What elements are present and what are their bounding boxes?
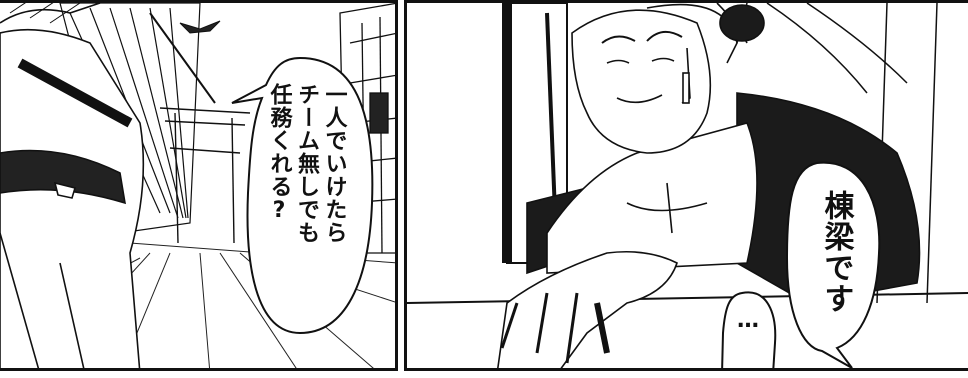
small-speech-bubble (721, 291, 777, 368)
character-back (0, 3, 145, 368)
left-panel: 一人でいけたら チーム無しでも 任務くれる? (0, 0, 398, 371)
speech-line-1: 一人でいけたら (321, 83, 347, 244)
speech-line-3: 任務くれる? (266, 83, 292, 224)
speech-bubble-right (785, 161, 881, 368)
gate-structure (159, 107, 251, 244)
speech-text-right: 棟梁です (818, 190, 854, 314)
right-panel (404, 0, 968, 371)
speech-text-left: 一人でいけたら チーム無しでも 任務くれる? (265, 83, 348, 333)
speech-line-2: チーム無しでも (294, 83, 319, 244)
speech-bubble-left (231, 56, 374, 335)
speech-text-ellipsis: … (735, 308, 761, 334)
bird-silhouette (179, 20, 221, 34)
left-panel-art (0, 3, 395, 368)
right-panel-art (407, 3, 968, 368)
